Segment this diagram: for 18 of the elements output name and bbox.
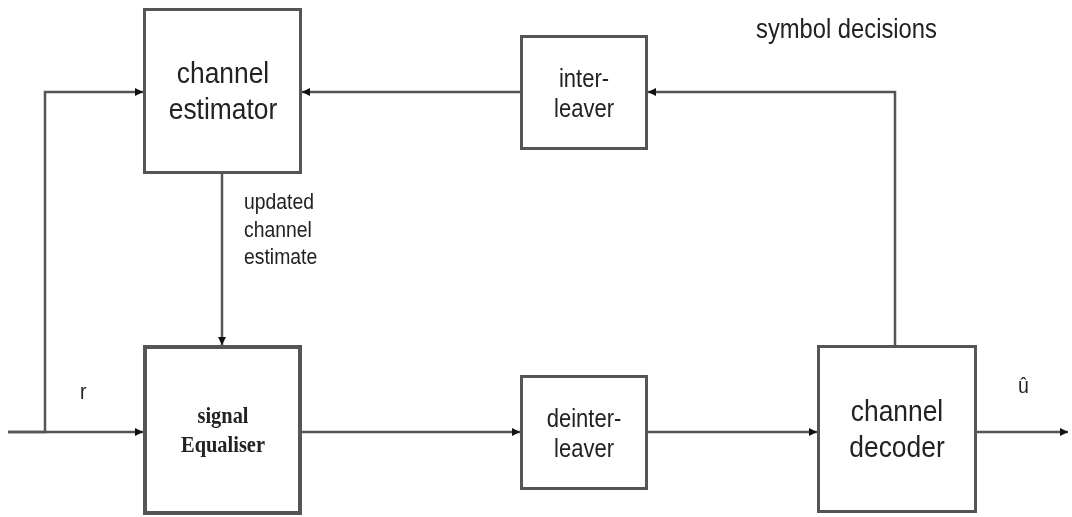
arrow: [302, 88, 520, 96]
process-box: [520, 375, 648, 490]
process-box: [143, 8, 302, 174]
box-label: channel estimator: [167, 55, 278, 127]
box-label: channel decoder: [848, 393, 946, 465]
process-box: [143, 345, 302, 515]
arrow: [648, 88, 897, 345]
box-label: inter- leaver: [553, 62, 615, 123]
arrow: [8, 88, 143, 434]
box-label: deinter- leaver: [545, 402, 623, 463]
arrow: [977, 428, 1068, 436]
box-label: signal Equaliser: [179, 401, 266, 459]
arrow: [302, 428, 520, 436]
arrow: [648, 428, 817, 436]
process-box: [520, 35, 648, 150]
process-box: [817, 345, 977, 513]
annotation-label: symbol decisions: [756, 14, 937, 45]
arrow: [218, 174, 226, 345]
